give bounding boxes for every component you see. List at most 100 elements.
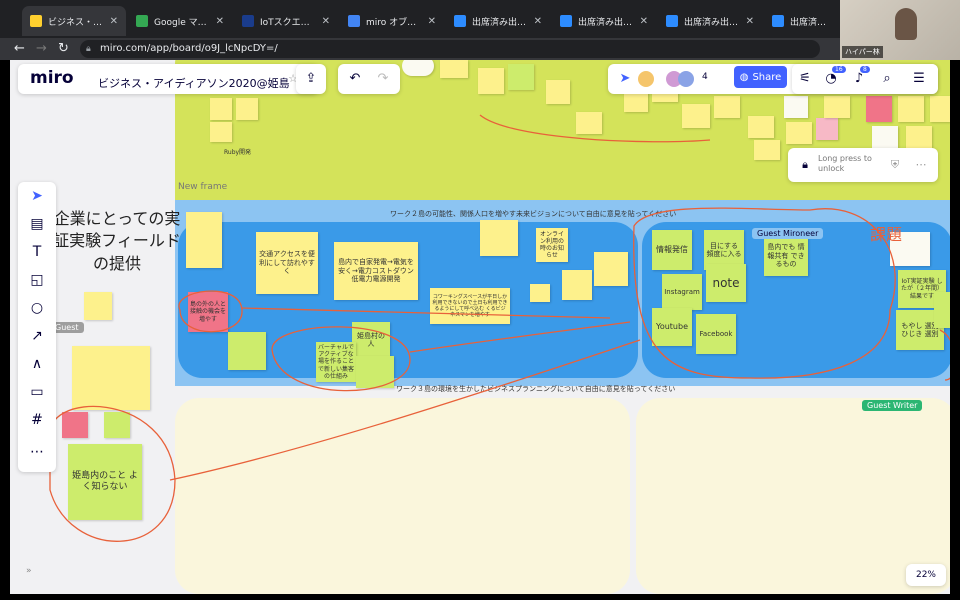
- sticky-note[interactable]: [906, 126, 932, 148]
- sticky-facebook[interactable]: Facebook: [696, 314, 736, 354]
- sticky-note[interactable]: [934, 292, 950, 328]
- sticky-note[interactable]: [186, 212, 222, 268]
- sticky-note[interactable]: [898, 96, 924, 122]
- close-icon[interactable]: ✕: [321, 15, 330, 27]
- tab-zoom-4[interactable]: 出席済み出席者: [764, 6, 840, 36]
- sticky-note[interactable]: [866, 96, 892, 122]
- select-icon[interactable]: ➤: [31, 188, 43, 204]
- sticky-note[interactable]: [84, 292, 112, 320]
- undo-icon[interactable]: ↶: [349, 71, 361, 86]
- sticky-instagram[interactable]: Instagram: [662, 274, 702, 310]
- menu-icon[interactable]: ☰: [913, 71, 925, 86]
- reload-icon[interactable]: ↻: [58, 41, 69, 56]
- tab-zoom-2[interactable]: 出席済み出席者 - Z✕: [552, 6, 656, 36]
- pen-icon[interactable]: ∧: [31, 356, 43, 372]
- sticky-note[interactable]: [594, 252, 628, 286]
- sticky-note[interactable]: [104, 412, 130, 438]
- collapse-icon[interactable]: »: [26, 566, 32, 576]
- tab-zoom-3[interactable]: 出席済み出席者 - Z✕: [658, 6, 762, 36]
- url-input[interactable]: 🔒︎ miro.com/app/board/o9J_lcNpcDY=/: [80, 40, 820, 58]
- share-button[interactable]: ◍Share: [734, 66, 787, 88]
- sticky-note[interactable]: [228, 332, 266, 370]
- tab-iot-square[interactable]: IoTスクエア、大分✕: [234, 6, 338, 36]
- sticky-note[interactable]: [682, 104, 710, 128]
- shield-icon[interactable]: ⛨: [890, 158, 900, 171]
- frame-label[interactable]: New frame: [178, 182, 228, 192]
- sticky-note[interactable]: [236, 98, 258, 120]
- tab-miro-objects[interactable]: miro オブジェクト✕: [340, 6, 444, 36]
- close-icon[interactable]: ✕: [745, 15, 754, 27]
- sticky-note-icon[interactable]: ◱: [30, 272, 44, 288]
- sticky-online[interactable]: オンライン利用の時のお知らせ: [536, 228, 568, 262]
- sticky-note[interactable]: [824, 96, 850, 118]
- forward-arrow-icon[interactable]: →: [36, 41, 47, 56]
- zoom-level[interactable]: 22%: [906, 564, 946, 586]
- sticky-note[interactable]: [356, 356, 394, 388]
- sticky-coworking[interactable]: コワーキングスペースが平日しか利用できないので土日も利用できるようにして呼べ込む…: [430, 288, 510, 324]
- settings-sliders-icon[interactable]: ⚟: [799, 71, 811, 86]
- sticky-note[interactable]: [784, 96, 808, 118]
- back-arrow-icon[interactable]: ←: [14, 41, 25, 56]
- timer-icon[interactable]: ◔: [825, 71, 837, 86]
- close-icon[interactable]: ✕: [533, 15, 542, 27]
- sticky-note[interactable]: [930, 96, 950, 122]
- sticky-note[interactable]: [562, 270, 592, 300]
- close-icon[interactable]: ✕: [427, 15, 436, 27]
- sticky-jyohou[interactable]: 情報発信: [652, 230, 692, 270]
- sticky-note[interactable]: [714, 96, 740, 118]
- work3-area-right[interactable]: [636, 398, 950, 594]
- sticky-youtube[interactable]: Youtube: [652, 308, 692, 346]
- sticky-note[interactable]: [576, 112, 602, 134]
- cursor-icon[interactable]: ➤: [619, 71, 631, 86]
- upload-icon[interactable]: ⇪: [305, 71, 317, 86]
- frame-icon[interactable]: #: [31, 412, 43, 428]
- sticky-tonai-joho[interactable]: 島内でも 情報共有 できるもの: [764, 236, 808, 276]
- comment-icon[interactable]: ▭: [30, 384, 44, 400]
- tab-google-maps[interactable]: Google マップ✕: [128, 6, 232, 36]
- sticky-big-text[interactable]: 企業にとっての実証実験フィールドの提供: [53, 209, 181, 273]
- close-icon[interactable]: ✕: [109, 15, 118, 27]
- sticky-note[interactable]: [748, 116, 774, 138]
- sticky-note[interactable]: [786, 122, 812, 144]
- sticky-note[interactable]: [754, 140, 780, 160]
- sticky-note[interactable]: [546, 80, 570, 104]
- close-icon[interactable]: ✕: [639, 15, 648, 27]
- sticky-note[interactable]: [210, 122, 232, 142]
- tab-zoom-1[interactable]: 出席済み出席者 - Z✕: [446, 6, 550, 36]
- sticky-note[interactable]: [508, 64, 534, 90]
- sticky-note[interactable]: [872, 126, 898, 148]
- shape-icon[interactable]: ○: [30, 300, 44, 316]
- sticky-note[interactable]: [72, 346, 150, 410]
- miro-logo[interactable]: miro: [30, 68, 74, 88]
- avatar[interactable]: [678, 71, 694, 87]
- more-icon[interactable]: ⋯: [915, 158, 927, 171]
- sticky-note[interactable]: [530, 284, 550, 302]
- redo-icon[interactable]: ↷: [377, 71, 389, 86]
- star-icon[interactable]: ☆: [288, 72, 298, 85]
- sticky-note[interactable]: [816, 118, 838, 140]
- sticky-kotsu[interactable]: 交通アクセスを便利にして訪れやすく: [256, 232, 318, 294]
- connector-icon[interactable]: ↗: [31, 328, 43, 344]
- sticky-tonai[interactable]: 島内で自家発電→電気を安く→電力コストダウン 低電力電源開発: [334, 242, 418, 300]
- sticky-note[interactable]: [62, 412, 88, 438]
- sticky-mieru[interactable]: 目にする 頻度に入る: [704, 230, 744, 270]
- tab-board[interactable]: ビジネス・アイディ✕: [22, 6, 126, 36]
- annotation-drawings[interactable]: 課題: [10, 60, 950, 594]
- miro-board-canvas[interactable]: New frame Ruby開発 🔒︎ Long press to unlock…: [10, 60, 950, 594]
- unlock-label[interactable]: Long press to unlock: [818, 154, 872, 174]
- sticky-note[interactable]: [210, 98, 232, 120]
- close-icon[interactable]: ✕: [215, 15, 224, 27]
- more-icon[interactable]: ⋯: [30, 444, 44, 460]
- sticky-note[interactable]: [890, 232, 930, 266]
- sticky-virtual[interactable]: バーチャルでアクティブな場を作ることで新しい集客の仕組み: [316, 342, 356, 382]
- work3-area-left[interactable]: [175, 398, 630, 594]
- board-title[interactable]: ビジネス・アイディアソン2020@姫島: [98, 77, 290, 90]
- bell-icon[interactable]: ♪: [854, 71, 864, 86]
- sticky-note[interactable]: [440, 60, 468, 78]
- sticky-himeshima-unknown[interactable]: 姫島内のこと よく知らない: [68, 444, 142, 520]
- text-icon[interactable]: T: [32, 244, 42, 260]
- templates-icon[interactable]: ▤: [30, 216, 44, 232]
- sticky-note-app[interactable]: note: [706, 264, 746, 302]
- sticky-note[interactable]: [478, 68, 504, 94]
- avatar[interactable]: [638, 71, 654, 87]
